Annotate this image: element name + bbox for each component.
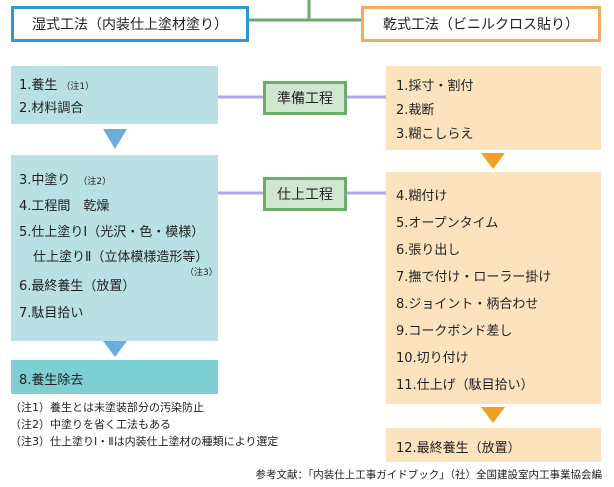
note-2: （注2）中塗りを省く工法もある [10, 418, 171, 431]
wet-step-4: 4.工程間 乾燥 [19, 199, 110, 214]
wet-arrow-2 [103, 341, 127, 357]
wet-step-7: 7.駄目拾い [19, 306, 84, 321]
dry-step-4: 4.糊付け [396, 189, 448, 204]
wet-step-6: 6.最終養生（放置） [19, 279, 136, 294]
dry-step-3: 3.糊こしらえ [396, 127, 474, 142]
finish-stage-label: 仕上工程 [263, 177, 347, 211]
prep-stage-label: 準備工程 [263, 81, 347, 115]
wet-step-8: 8.養生除去 [19, 373, 84, 388]
dry-step-9: 9.コークボンド差し [396, 324, 513, 339]
dry-prep-box: 1.採寸・割付 2.裁断 3.糊こしらえ [386, 66, 601, 150]
wet-prep-box: 1.養生（注1） 2.材料調合 [11, 66, 218, 124]
dry-method-title: 乾式工法（ビニルクロス貼り） [361, 6, 601, 42]
dry-arrow-1 [481, 153, 505, 169]
dry-step-5: 5.オープンタイム [396, 216, 499, 231]
dry-step-6: 6.張り出し [396, 243, 461, 258]
wet-step-5: 5.仕上塗りⅠ（光沢・色・模様） [19, 225, 205, 240]
dry-step-10: 10.切り付け [396, 351, 469, 366]
dry-step-1: 1.採寸・割付 [396, 79, 474, 94]
dry-step-11: 11.仕上げ（駄目拾い） [396, 378, 534, 393]
wet-method-title: 湿式工法（内装仕上塗材塗り） [11, 6, 249, 42]
note-1: （注1）養生とは未塗装部分の汚染防止 [10, 401, 204, 414]
wet-step-3: 3.中塗り（注2） [19, 173, 112, 188]
dry-step-12: 12.最終養生（放置） [396, 441, 521, 456]
wet-step-5b: 仕上塗りⅡ（立体模様造形等） [33, 250, 209, 265]
dry-step-7: 7.撫で付け・ローラー掛け [396, 270, 552, 285]
dry-step-8: 8.ジョイント・柄合わせ [396, 297, 539, 312]
dry-finish-box: 4.糊付け 5.オープンタイム 6.張り出し 7.撫で付け・ローラー掛け 8.ジ… [386, 172, 601, 404]
wet-finish-box: 3.中塗り（注2） 4.工程間 乾燥 5.仕上塗りⅠ（光沢・色・模様） 仕上塗り… [11, 155, 218, 341]
dry-arrow-2 [481, 407, 505, 423]
wet-step-2: 2.材料調合 [19, 101, 84, 116]
dry-final-box: 12.最終養生（放置） [386, 428, 601, 462]
wet-removal-box: 8.養生除去 [11, 360, 218, 394]
dry-step-2: 2.裁断 [396, 103, 435, 118]
note-3: （注3）仕上塗りⅠ・Ⅱは内装仕上塗材の種類により選定 [10, 435, 279, 448]
wet-arrow-1 [103, 129, 127, 149]
wet-step-1: 1.養生（注1） [19, 78, 95, 93]
reference-citation: 参考文献：「内装仕上工事ガイドブック」（社）全国建設室内工事業協会編 [255, 469, 603, 481]
wet-note-3: （注3） [185, 268, 218, 278]
